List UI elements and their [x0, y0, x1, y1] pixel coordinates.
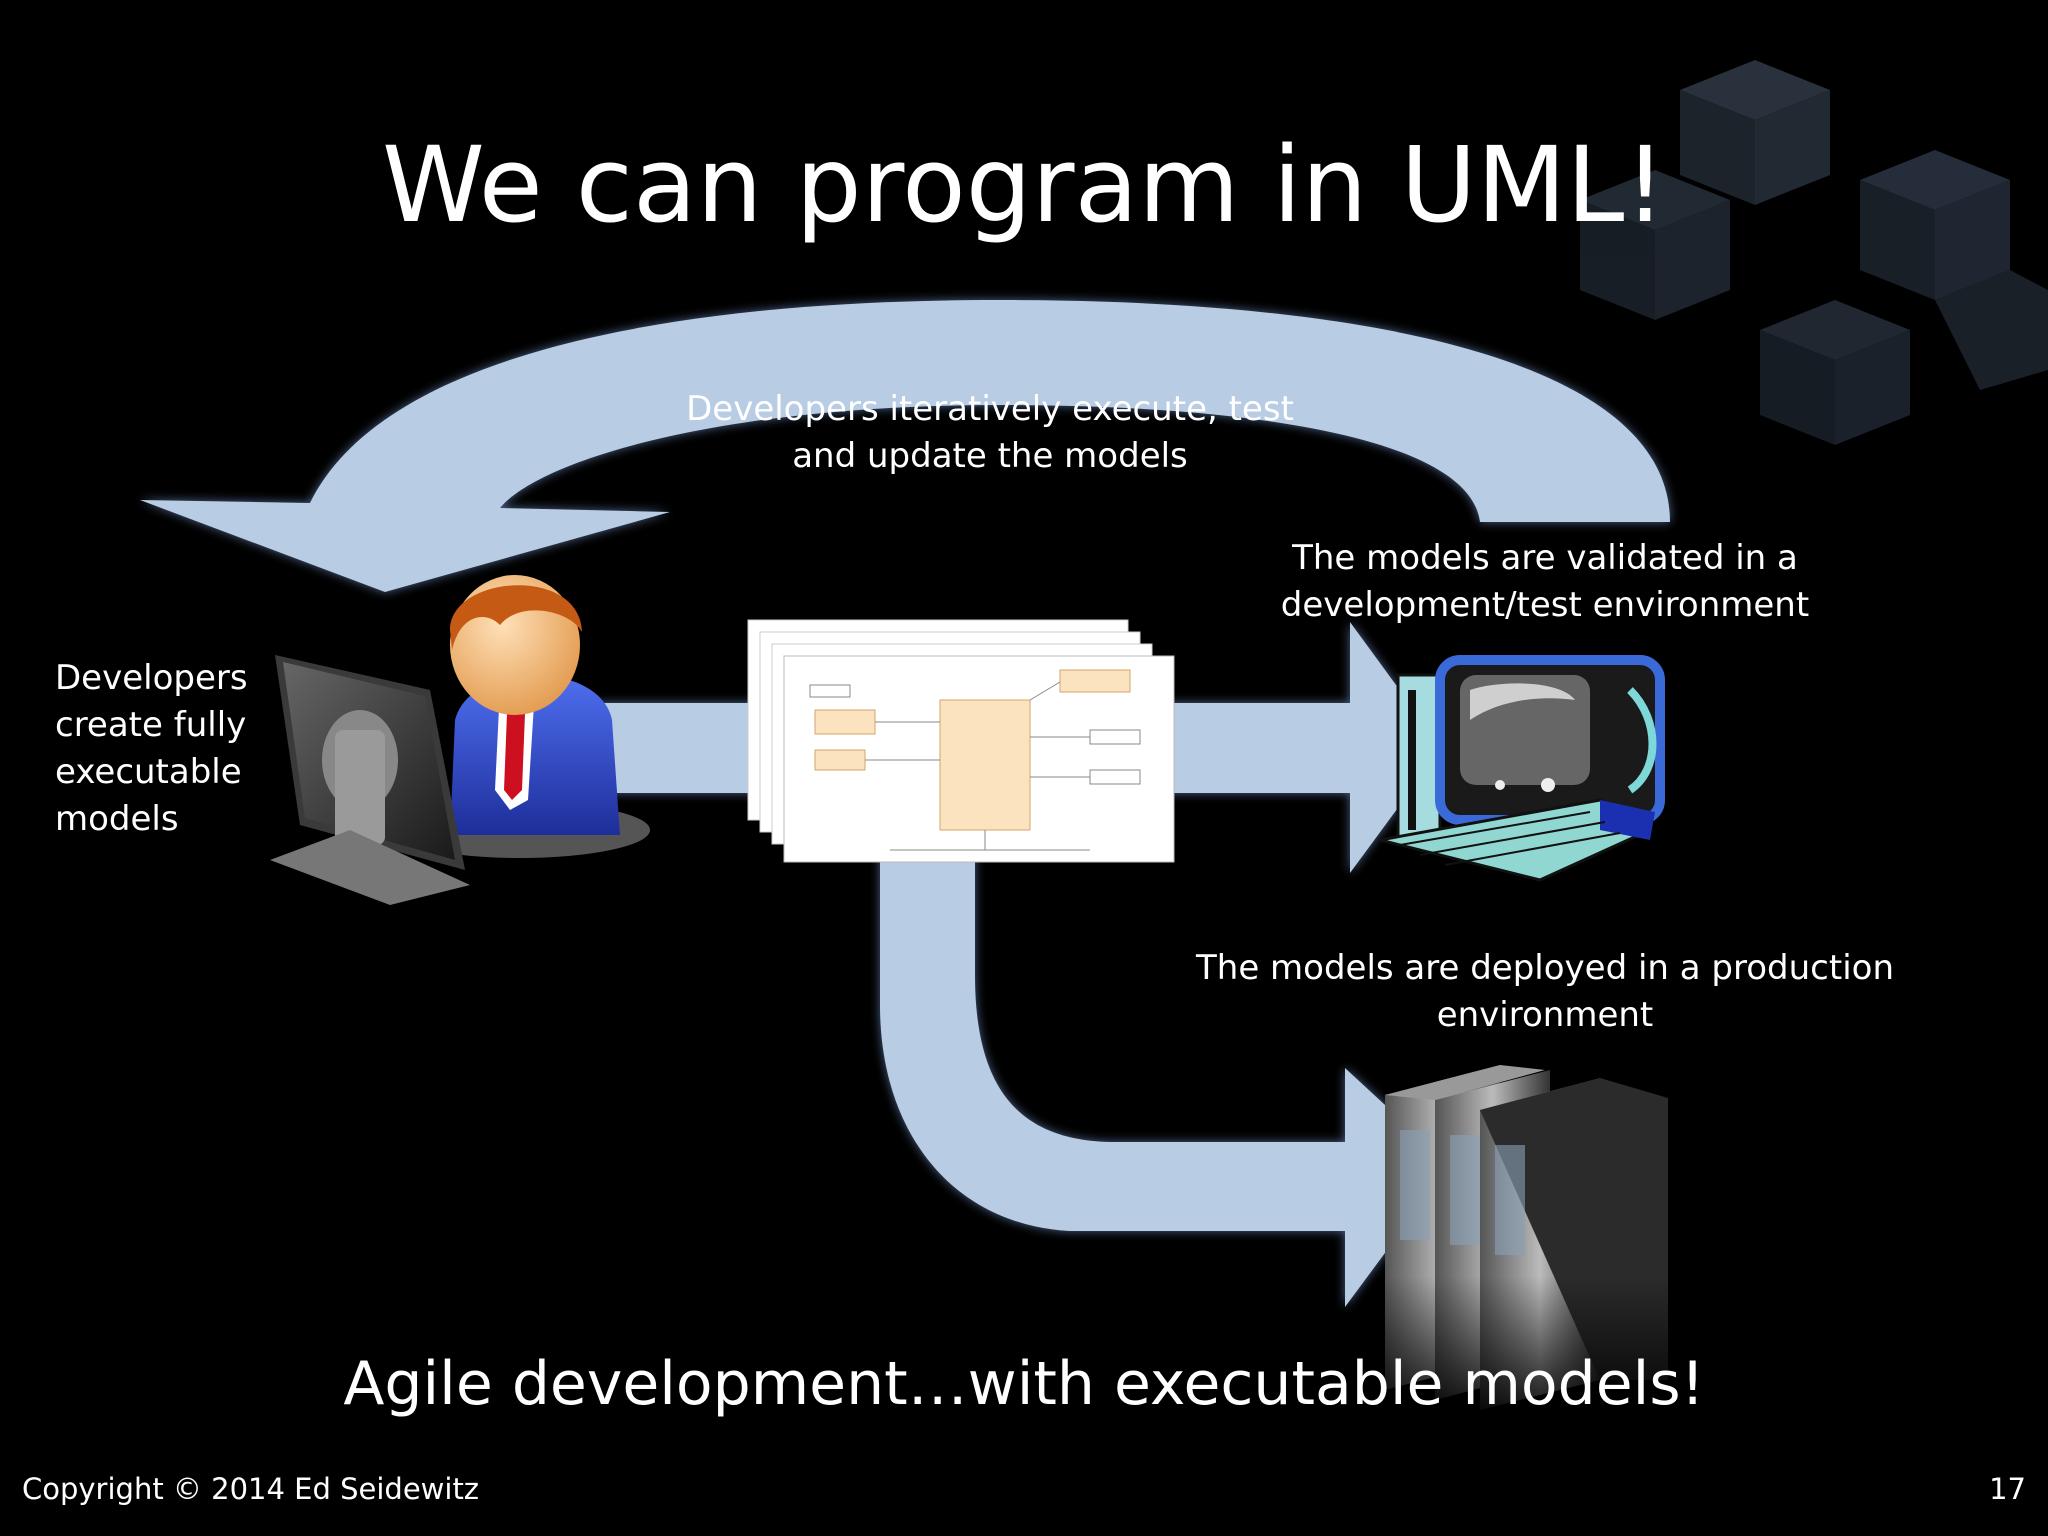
desktop-computer-icon [1379, 655, 1665, 882]
slide-tagline: Agile development…with executable models… [343, 1349, 1705, 1419]
page-number: 17 [1989, 1472, 2026, 1506]
slide-title: We can program in UML! [381, 124, 1666, 246]
caption-create-models: Developers create fully executable model… [55, 658, 248, 839]
caption-validate-models: The models are validated in a developmen… [1280, 538, 1810, 625]
server-rack-icon [1380, 1060, 1680, 1420]
background-cubes-decor [1580, 60, 2048, 445]
feedback-loop-arrow [140, 300, 1670, 592]
test-environment-arrow [1160, 622, 1442, 873]
caption-deploy-models: The models are deployed in a production … [1196, 948, 1894, 1035]
caption-iterative-loop: Developers iteratively execute, test and… [686, 389, 1294, 476]
copyright-footer: Copyright © 2014 Ed Seidewitz [22, 1472, 480, 1506]
uml-model-diagrams-stack [747, 619, 1175, 863]
production-arrow [880, 850, 1450, 1307]
developer-at-computer-icon [270, 575, 650, 905]
